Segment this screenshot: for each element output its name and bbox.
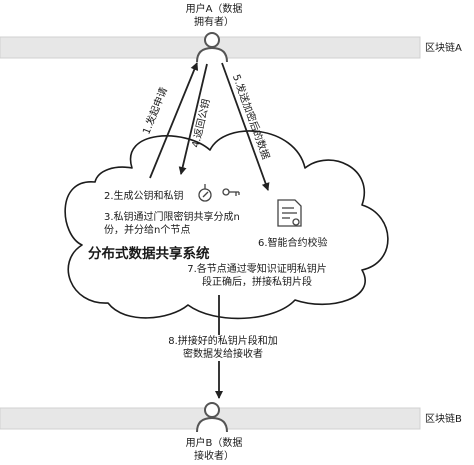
user-b-label: 用户B（数据 接收者） <box>166 437 262 463</box>
system-title: 分布式数据共享系统 <box>88 246 210 262</box>
step8-label: 8.拼接好的私钥片段和加 密数据发给接收者 <box>160 335 286 361</box>
key-pair-icon <box>198 184 240 202</box>
user-b-label-line2: 接收者） <box>194 451 234 462</box>
user-b-icon <box>196 402 228 433</box>
step8-label-line2: 密数据发给接收者 <box>183 349 263 360</box>
arrow-step1 <box>149 62 199 179</box>
user-a-label: 用户A（数据 拥有者） <box>168 3 260 29</box>
step7-label: 7.各节点通过零知识证明私钥片 段正确后，拼接私钥片段 <box>182 263 332 289</box>
step6-label: 6.智能合约校验 <box>258 238 328 249</box>
step7-label-line1: 7.各节点通过零知识证明私钥片 <box>187 264 327 275</box>
arrow-step5 <box>221 62 270 191</box>
blockchain-a-label: 区块链A <box>425 43 462 54</box>
blockchain-b-label: 区块链B <box>425 414 462 425</box>
user-b-label-line1: 用户B（数据 <box>185 438 243 449</box>
step1-label: 1.发起申请 <box>139 85 170 136</box>
step3-label-line2: 份，并分给n个节点 <box>104 225 191 236</box>
user-a-icon <box>196 32 228 63</box>
user-a-label-line2: 拥有者） <box>194 17 234 28</box>
step7-label-line2: 段正确后，拼接私钥片段 <box>202 277 312 288</box>
arrow-step4 <box>178 63 208 175</box>
user-a-label-line1: 用户A（数据 <box>185 4 243 15</box>
contract-document-icon <box>277 199 302 227</box>
step3-label: 3.私钥通过门限密钥共享分成n 份，并分给n个节点 <box>104 211 240 237</box>
system-cloud <box>64 130 389 320</box>
step3-label-line1: 3.私钥通过门限密钥共享分成n <box>104 212 240 223</box>
step8-label-line1: 8.拼接好的私钥片段和加 <box>168 336 278 347</box>
step2-label: 2.生成公钥和私钥 <box>104 191 184 202</box>
